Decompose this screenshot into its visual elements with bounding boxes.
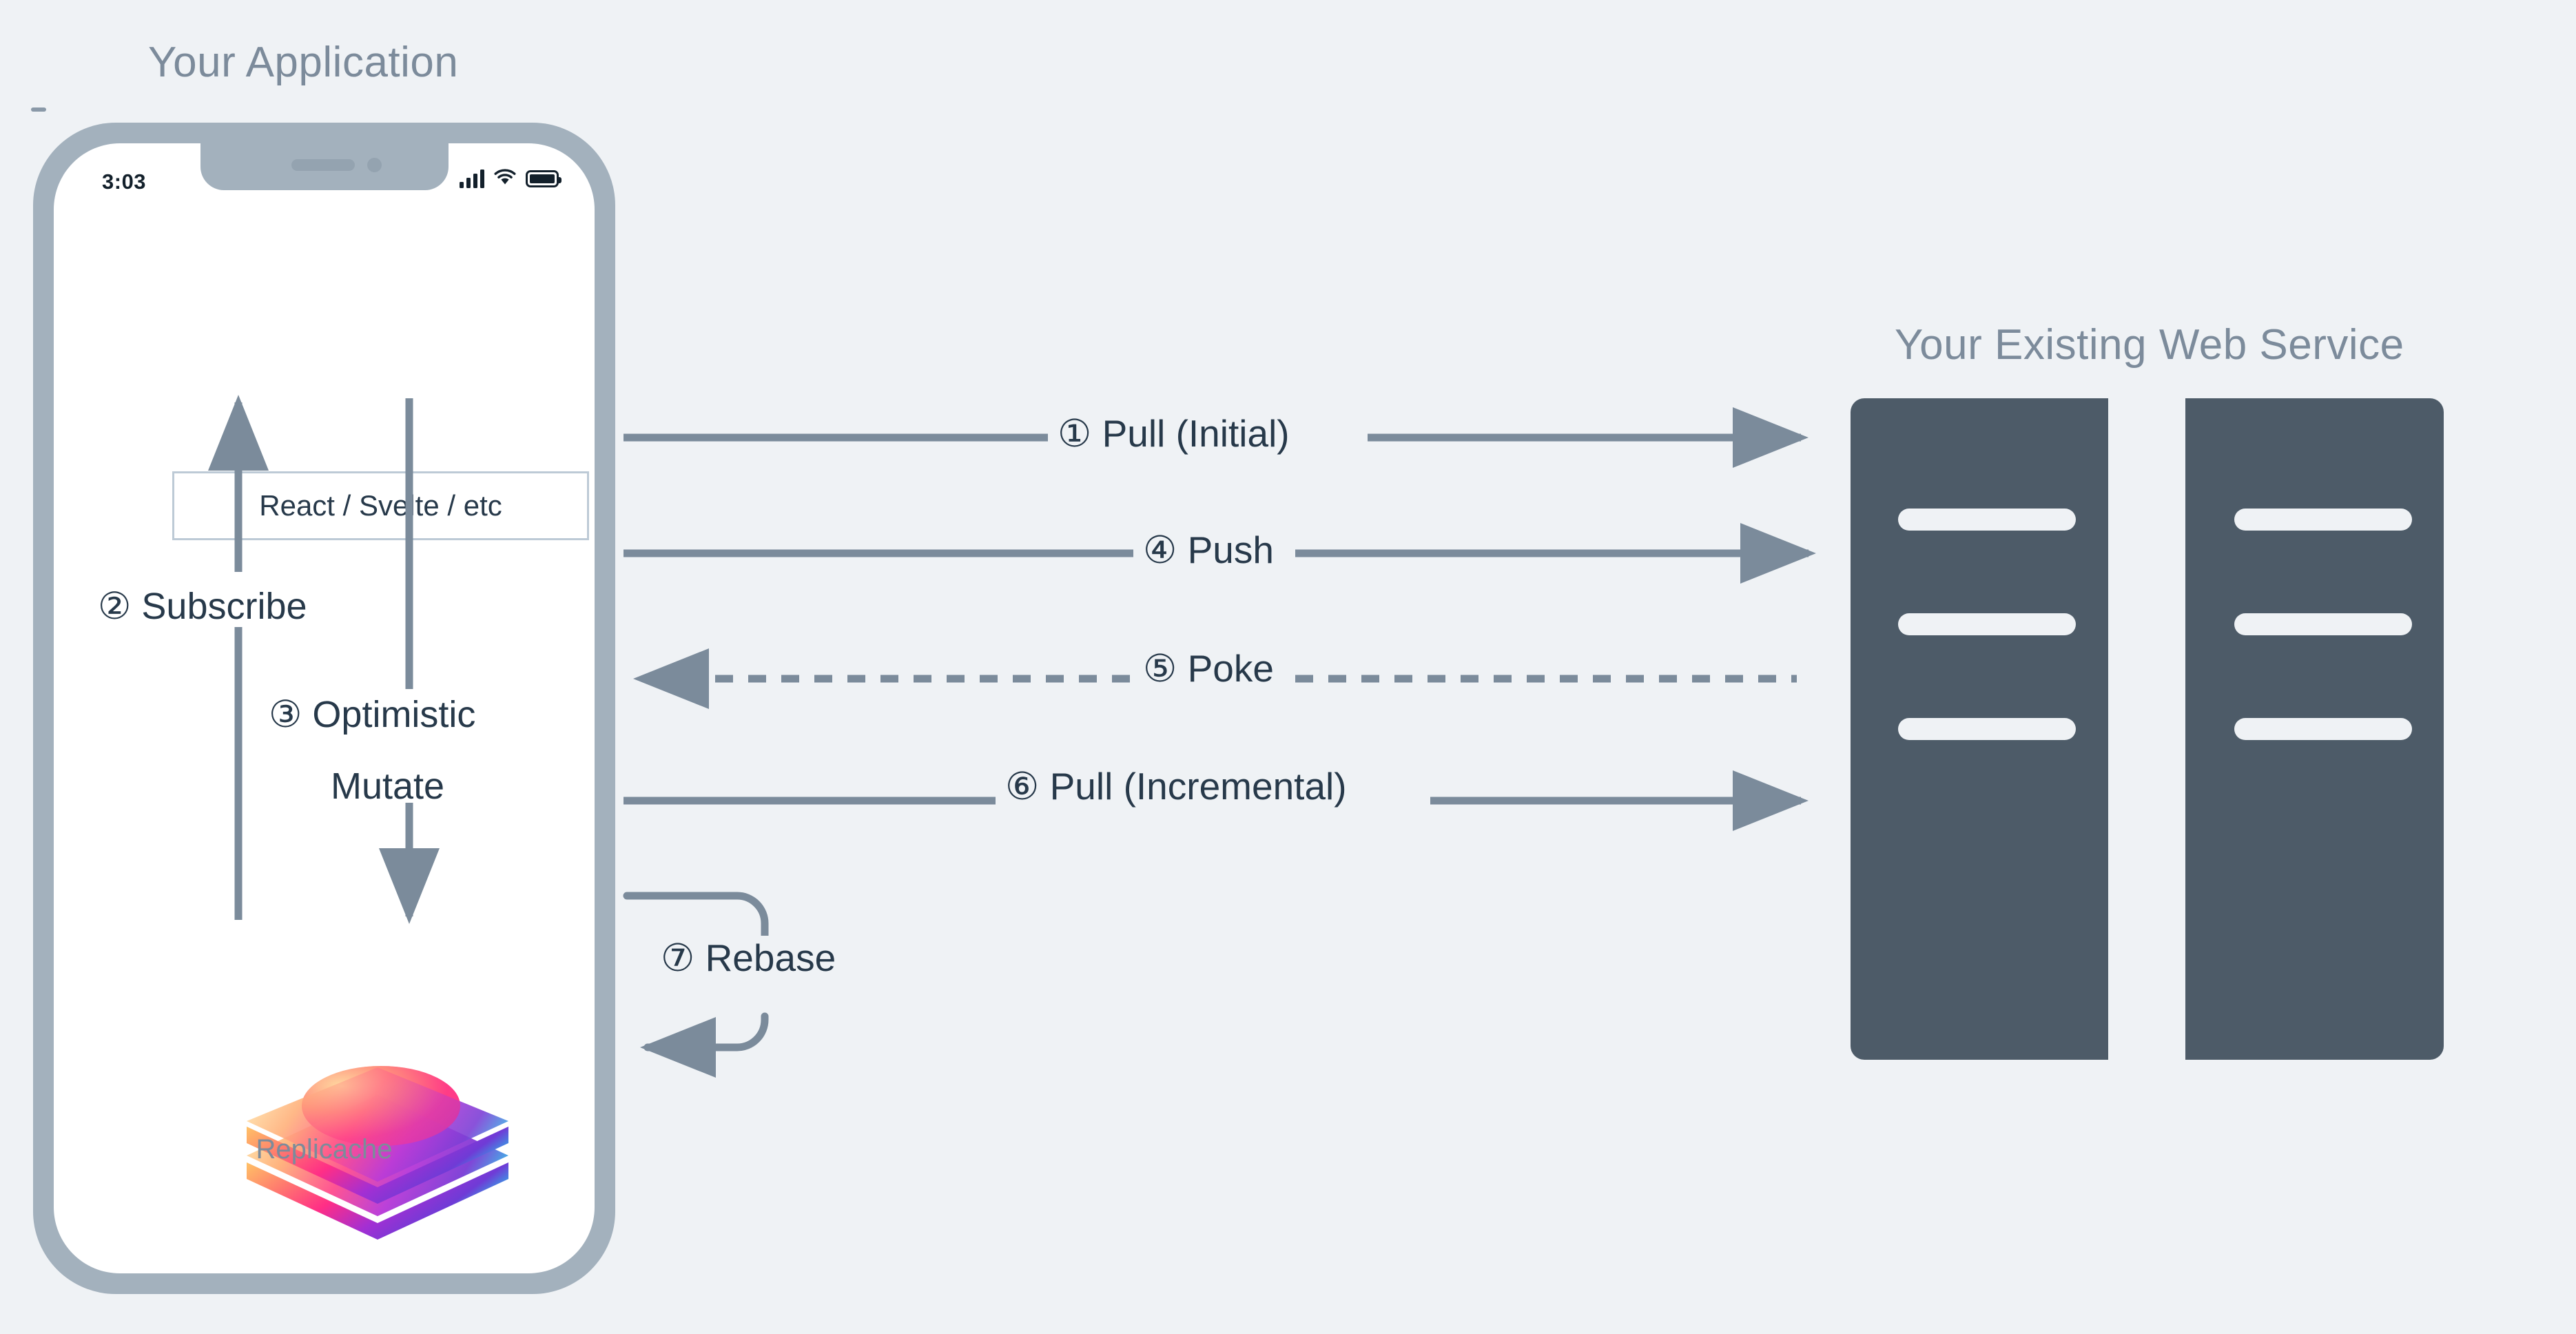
- battery-full-icon: [526, 170, 561, 187]
- phone-frame: 3:03 React / Svelte / etc: [33, 123, 615, 1294]
- cellular-signal-icon: [460, 169, 484, 188]
- phone-screen: 3:03 React / Svelte / etc: [54, 143, 595, 1273]
- server-line: [2234, 509, 2412, 531]
- status-bar-time: 3:03: [102, 170, 147, 194]
- framework-box: React / Svelte / etc: [172, 471, 589, 540]
- wifi-icon: [493, 168, 517, 189]
- phone-notch: [200, 143, 449, 190]
- application-title: Your Application: [148, 39, 459, 86]
- server-panel-left: [1851, 398, 2108, 1060]
- label-pull-initial: ① Pull (Initial): [1048, 411, 1299, 455]
- server-panel-right: [2185, 398, 2444, 1060]
- label-rebase: ⑦ Rebase: [651, 936, 846, 980]
- notch-camera-icon: [367, 158, 382, 172]
- label-push: ④ Push: [1133, 528, 1284, 572]
- label-optimistic: ③ Optimistic: [269, 694, 476, 735]
- web-service-title: Your Existing Web Service: [1895, 321, 2404, 369]
- server-line: [2234, 718, 2412, 740]
- label-subscribe: ② Subscribe: [98, 586, 307, 627]
- status-bar-indicators: [460, 168, 561, 189]
- server-line: [1898, 718, 2076, 740]
- server-line: [1898, 613, 2076, 635]
- label-mutate: Mutate: [331, 766, 445, 807]
- replicache-caption: Replicache: [256, 1134, 393, 1164]
- server-line: [2234, 613, 2412, 635]
- label-pull-incremental: ⑥ Pull (Incremental): [996, 764, 1357, 808]
- server-line: [1898, 509, 2076, 531]
- alignment-tick-mark: [31, 107, 46, 112]
- replicache-logo: [229, 1058, 526, 1251]
- label-poke: ⑤ Poke: [1133, 646, 1284, 690]
- notch-speaker-icon: [291, 159, 355, 171]
